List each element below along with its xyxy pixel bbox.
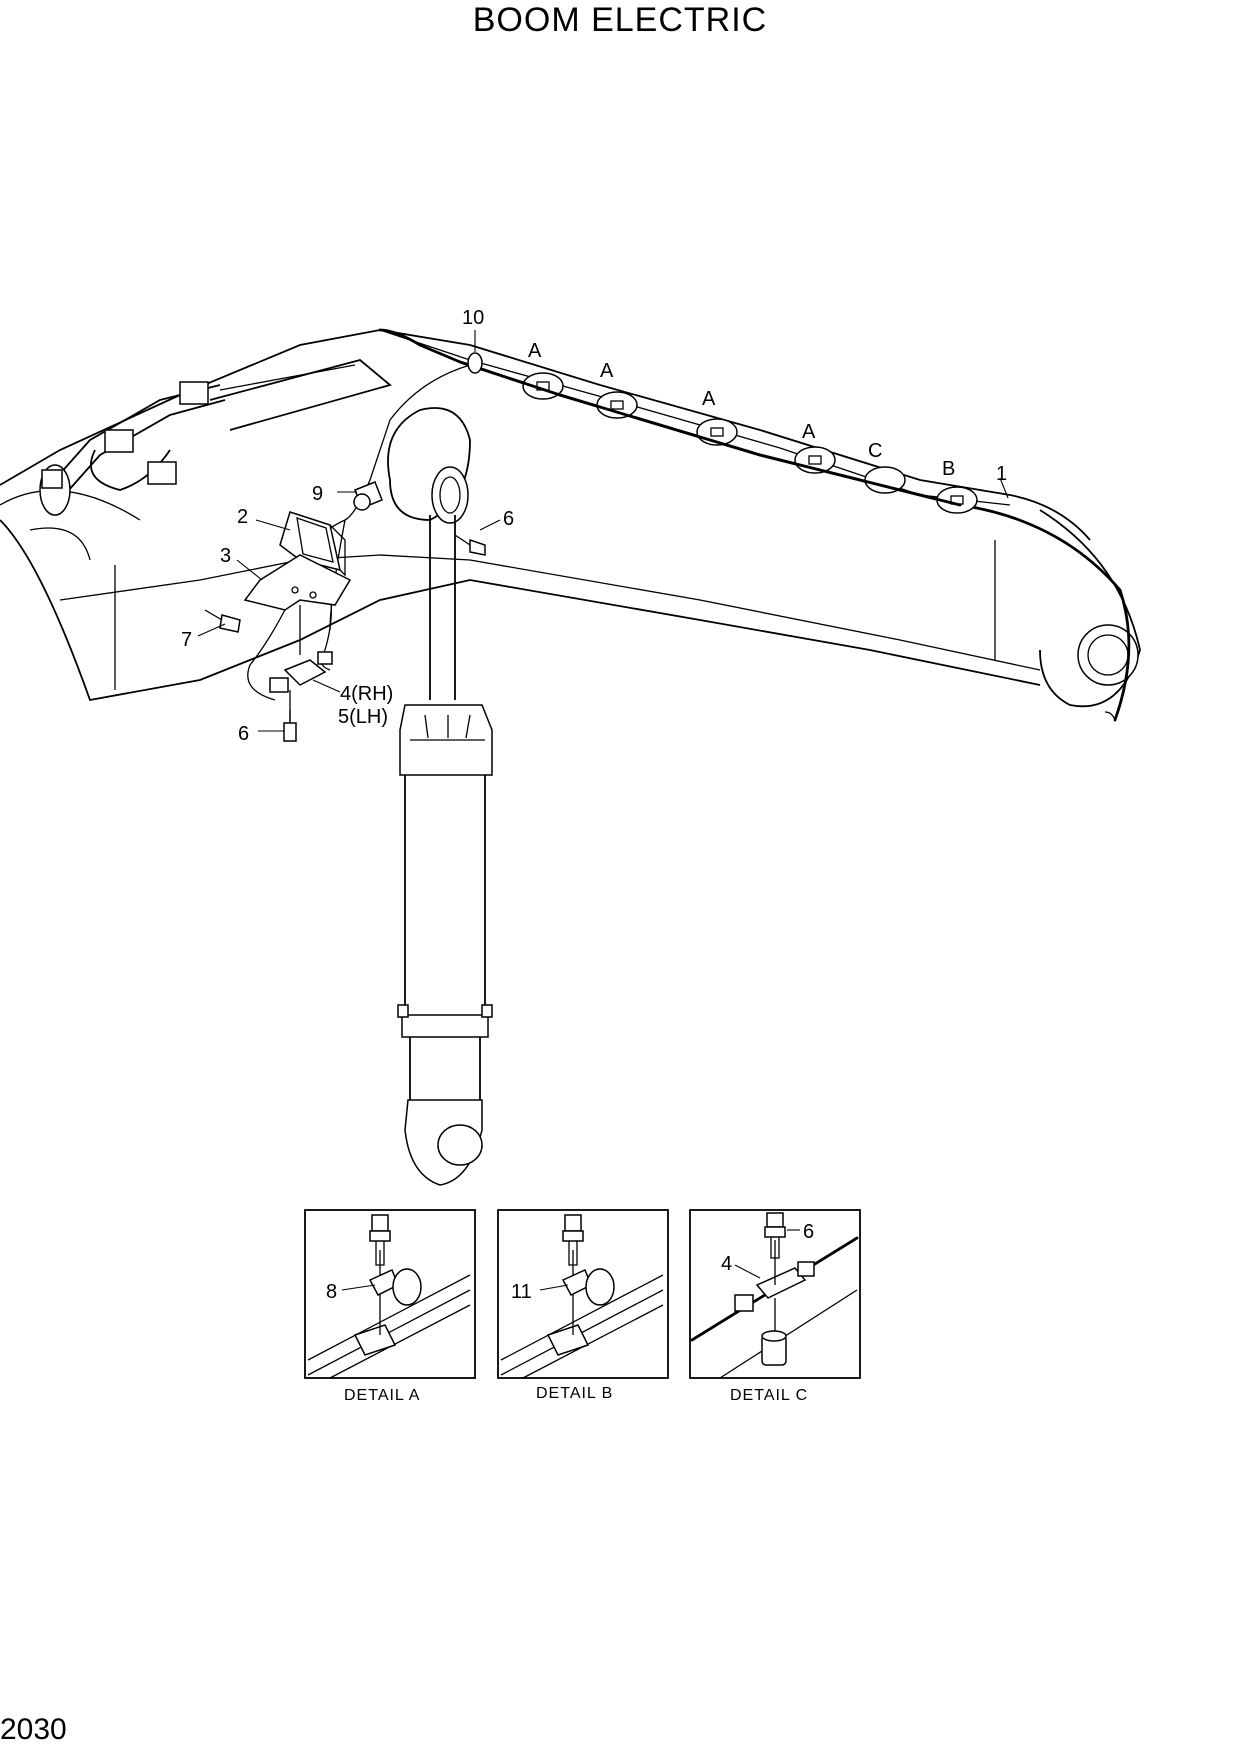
detail-c-label: DETAIL C	[730, 1387, 808, 1404]
callout-clamp-a-2: A	[600, 360, 614, 382]
callout-2: 2	[237, 506, 248, 528]
bolt-7	[204, 609, 241, 633]
callout-clamp-a-4: A	[802, 421, 816, 443]
work-lamp-2	[279, 511, 346, 577]
grommet-10	[467, 352, 483, 374]
callout-clamp-a-1: A	[528, 340, 542, 362]
callout-3: 3	[220, 545, 231, 567]
detail-c-callout-4: 4	[721, 1253, 732, 1275]
callout-clamp-c: C	[868, 440, 882, 462]
detail-b: 11 DETAIL B	[497, 1209, 669, 1402]
callout-9: 9	[312, 483, 323, 505]
detail-b-callout-11: 11	[511, 1281, 532, 1303]
detail-a-label: DETAIL A	[344, 1387, 420, 1404]
callout-clamp-b: B	[942, 458, 955, 480]
detail-b-label: DETAIL B	[536, 1385, 613, 1402]
harness-clamps	[458, 360, 978, 514]
callout-6-upper: 6	[503, 508, 514, 530]
callout-leaders	[197, 330, 1009, 732]
callout-labels: 10 A A A A C B 1 9 6 2 3 7 4(RH) 5(LH) 6	[181, 307, 1007, 745]
clamp-a-2	[596, 391, 638, 419]
callout-7: 7	[181, 629, 192, 651]
callout-1: 1	[996, 463, 1007, 485]
callout-clamp-a-3: A	[702, 388, 716, 410]
detail-a-callout-8: 8	[326, 1281, 337, 1303]
connector-holder-4-5	[269, 651, 333, 725]
bolt-6-upper	[454, 534, 486, 556]
boom-body	[0, 329, 1141, 708]
detail-a: 8 DETAIL A	[304, 1209, 476, 1404]
page-title: BOOM ELECTRIC	[472, 1, 768, 39]
detail-c-callout-6: 6	[803, 1221, 814, 1243]
hydraulic-piping	[39, 359, 392, 516]
detail-c: 6 4 DETAIL C	[689, 1209, 861, 1404]
callout-4-rh: 4(RH)	[340, 683, 393, 705]
callout-6-lower: 6	[238, 723, 249, 745]
boom-cylinder	[387, 407, 493, 1186]
page-number: 2030	[0, 1713, 67, 1746]
clip-9	[353, 481, 383, 511]
callout-5-lh: 5(LH)	[338, 706, 388, 728]
bracket-3	[243, 554, 352, 655]
callout-10: 10	[462, 307, 484, 329]
bolt-6-lower	[283, 710, 297, 742]
